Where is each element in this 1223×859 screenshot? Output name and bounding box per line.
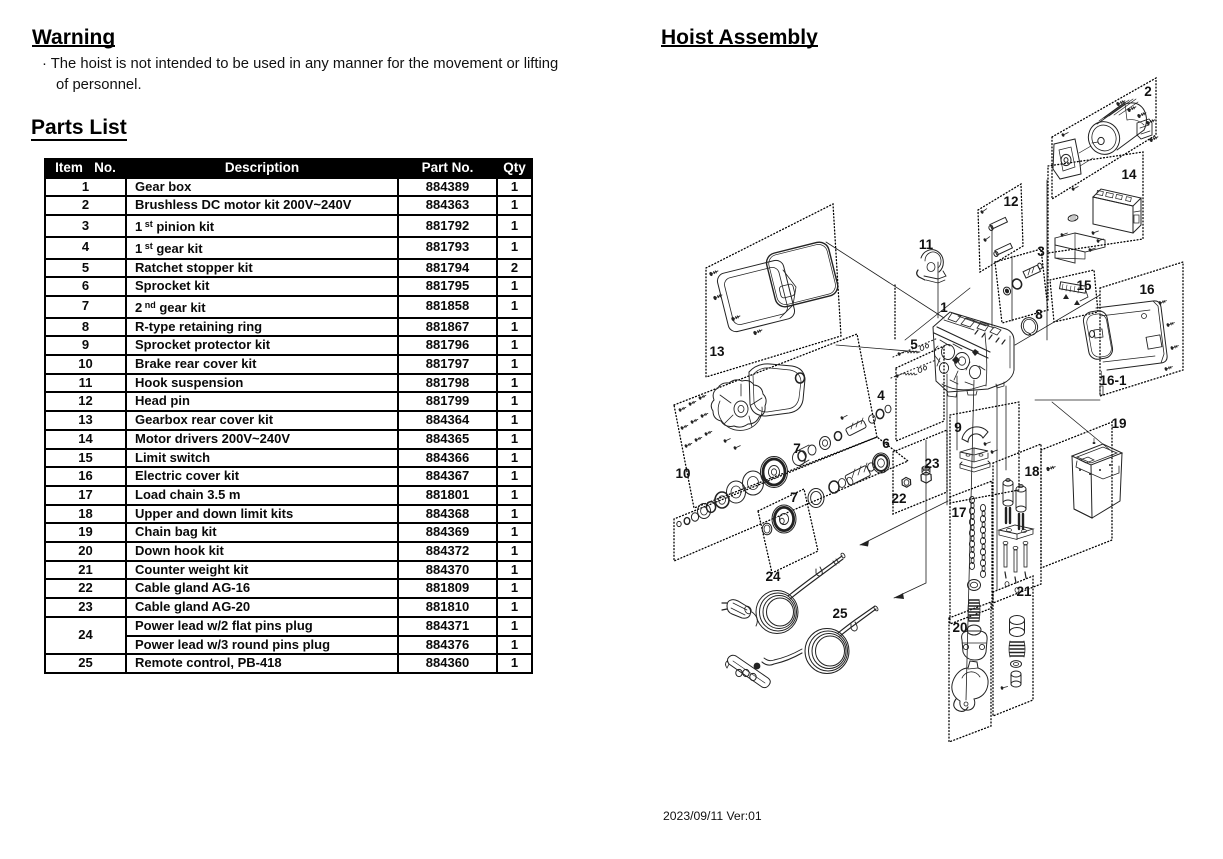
svg-text:19: 19 (1111, 416, 1126, 431)
svg-text:23: 23 (924, 456, 940, 471)
svg-text:25: 25 (832, 606, 848, 621)
svg-text:20: 20 (952, 620, 967, 635)
svg-text:11: 11 (919, 237, 934, 252)
svg-text:22: 22 (891, 491, 906, 506)
svg-text:6: 6 (882, 436, 890, 451)
svg-text:10: 10 (675, 466, 690, 481)
svg-text:2: 2 (1144, 84, 1152, 99)
svg-text:18: 18 (1024, 464, 1040, 479)
svg-text:24: 24 (765, 569, 781, 584)
svg-text:16-1: 16-1 (1099, 373, 1127, 388)
svg-text:21: 21 (1016, 584, 1032, 599)
svg-text:14: 14 (1121, 167, 1137, 182)
svg-text:15: 15 (1076, 278, 1092, 293)
svg-text:7: 7 (793, 441, 801, 456)
svg-text:16: 16 (1139, 282, 1155, 297)
svg-text:7: 7 (790, 490, 798, 505)
svg-text:8: 8 (1035, 307, 1043, 322)
svg-text:12: 12 (1003, 194, 1018, 209)
svg-text:5: 5 (910, 337, 918, 352)
svg-text:17: 17 (951, 505, 966, 520)
svg-text:1: 1 (940, 300, 948, 315)
svg-text:13: 13 (709, 344, 725, 359)
svg-text:3: 3 (1037, 244, 1045, 259)
svg-text:9: 9 (954, 420, 962, 435)
svg-text:4: 4 (877, 388, 885, 403)
